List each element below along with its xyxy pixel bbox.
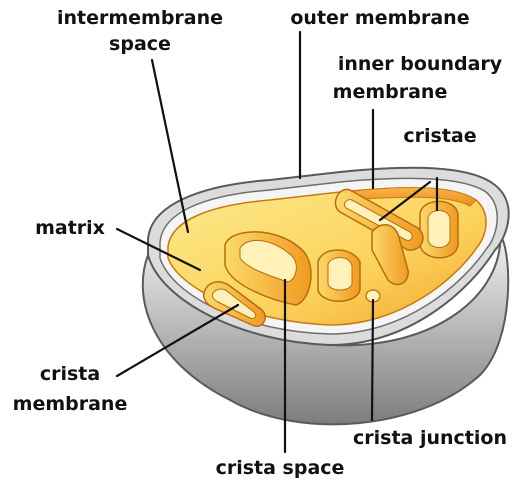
label-cristae: cristae [403,125,476,147]
label-crista-junction: crista junction [353,427,507,449]
label-intermembrane-space-line1: intermembrane [57,7,223,29]
label-crista-membrane-line1: crista [40,363,100,385]
label-crista-space: crista space [216,457,345,479]
label-intermembrane-space-line2: space [109,33,171,55]
label-crista-membrane-line2: membrane [13,393,128,415]
label-inner-boundary-membrane-line1: inner boundary [338,53,503,75]
leader-crista-junction [372,300,373,420]
label-matrix: matrix [35,217,105,239]
label-inner-boundary-membrane-line2: membrane [333,81,448,103]
label-outer-membrane: outer membrane [290,7,469,29]
